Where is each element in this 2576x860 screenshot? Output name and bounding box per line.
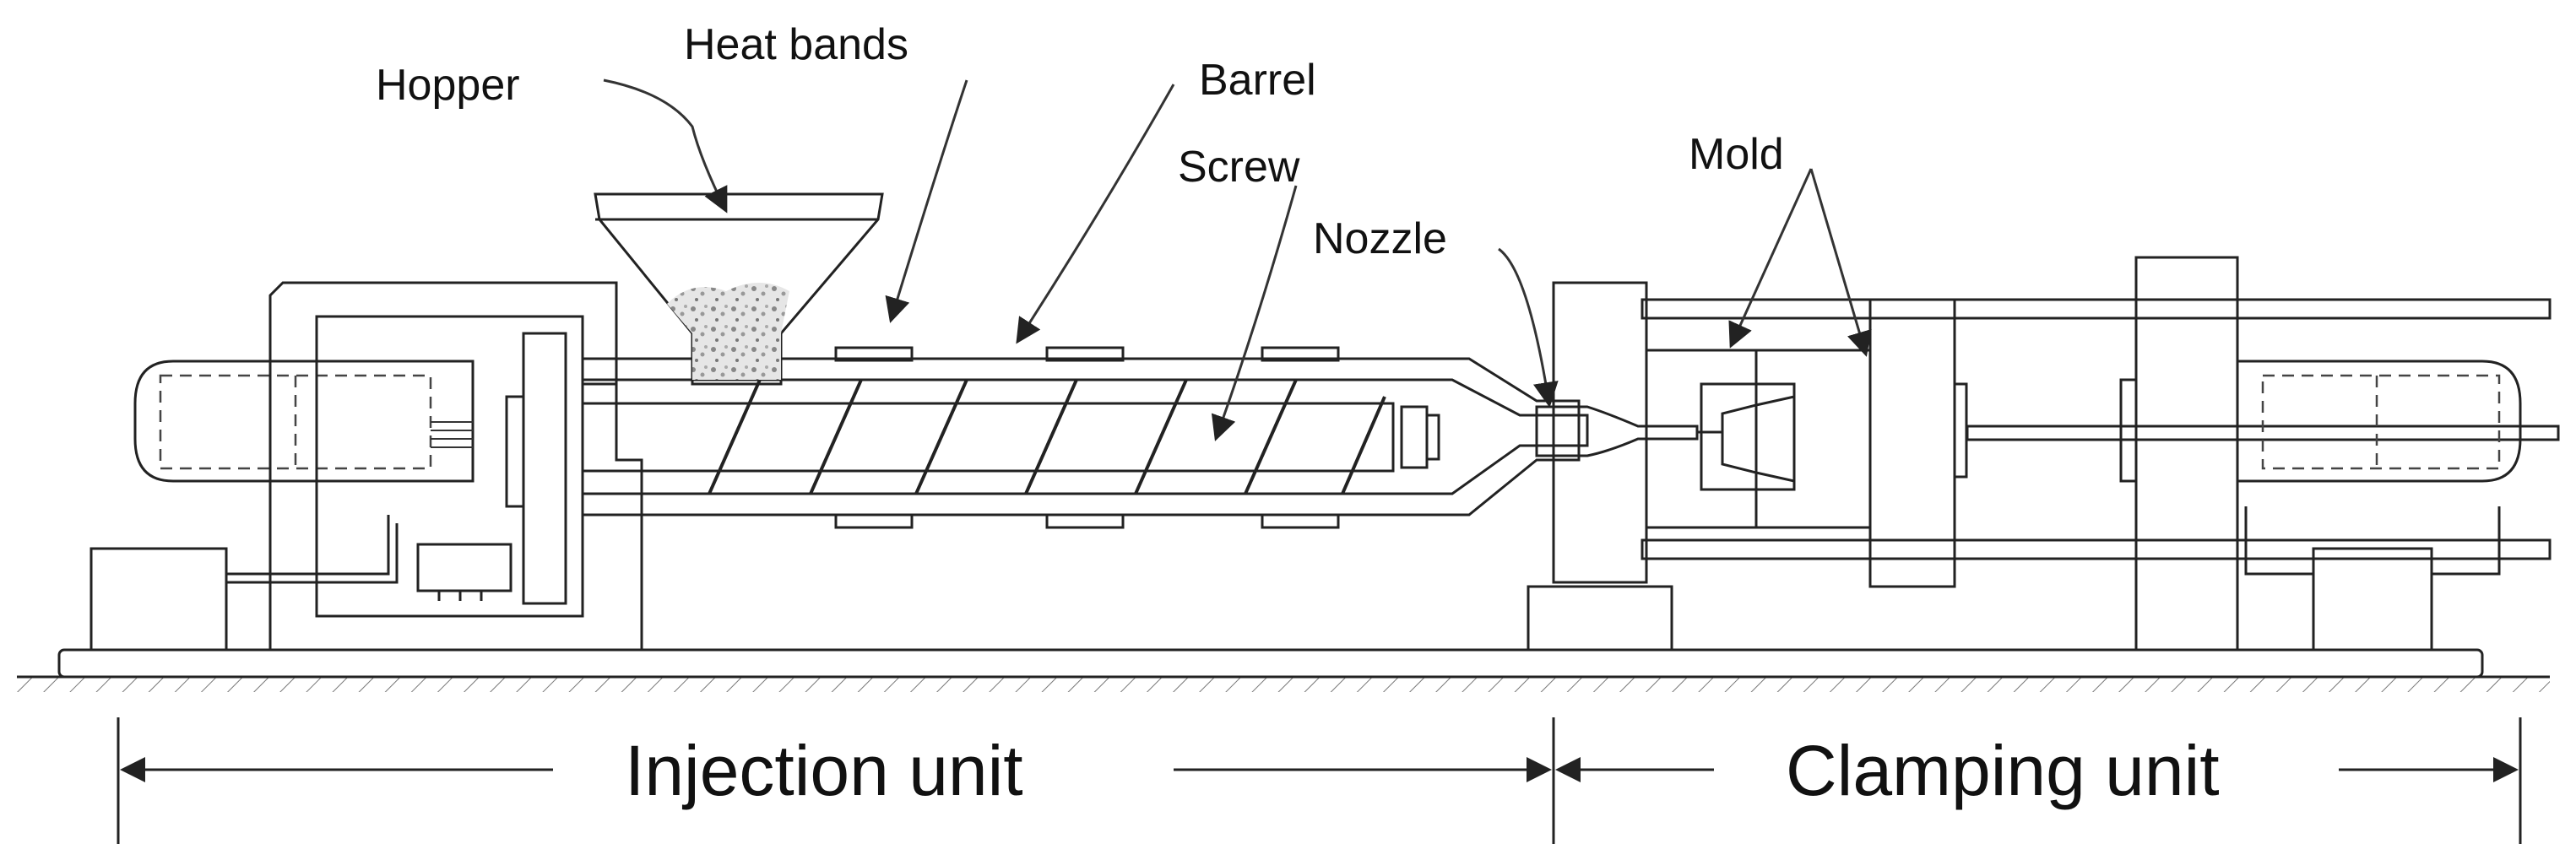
hydraulic-motor-left bbox=[89, 360, 475, 652]
screw bbox=[581, 379, 1440, 495]
label-heat-bands: Heat bands bbox=[684, 20, 908, 69]
label-screw: Screw bbox=[1178, 143, 1300, 192]
machine-base bbox=[17, 648, 2550, 692]
label-mold: Mold bbox=[1689, 130, 1784, 179]
clamping-unit bbox=[1527, 256, 2560, 652]
callout-leaders bbox=[603, 78, 1872, 441]
label-nozzle: Nozzle bbox=[1313, 214, 1447, 263]
label-injection-unit: Injection unit bbox=[625, 731, 1023, 810]
mold bbox=[1645, 349, 1872, 529]
unit-dimension-lines bbox=[117, 717, 2522, 844]
hopper bbox=[594, 192, 884, 386]
label-hopper: Hopper bbox=[376, 61, 520, 110]
label-barrel: Barrel bbox=[1199, 56, 1316, 105]
label-clamping-unit: Clamping unit bbox=[1786, 731, 2220, 810]
drive-housing bbox=[268, 281, 643, 652]
heat-bands bbox=[834, 346, 1340, 529]
drive-internals bbox=[416, 332, 567, 605]
